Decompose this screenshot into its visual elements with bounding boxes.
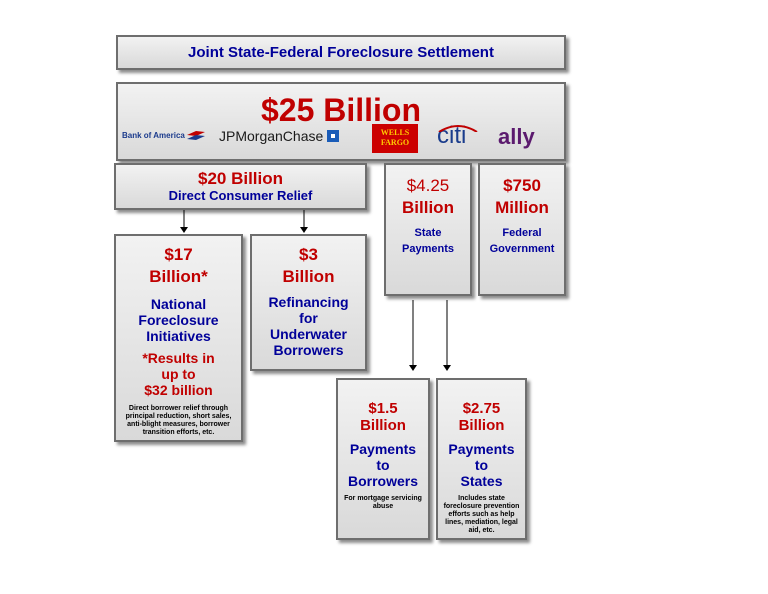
arrow-to-refinancing: [300, 210, 308, 233]
national-note-line-2: up to: [161, 366, 196, 382]
state-label-line-1: State: [414, 227, 442, 239]
borrowers-label-line-2: to: [376, 457, 390, 473]
chase-octagon-icon: [327, 130, 340, 142]
consumer-relief-amount: $20 Billion: [197, 169, 284, 188]
federal-amount-line-1: $750: [503, 176, 541, 195]
national-detail-line-1: Direct borrower relief through: [128, 405, 229, 412]
borrower-payments-box: $1.5 Billion Payments to Borrowers For m…: [336, 378, 430, 540]
refinancing-label-line-2: for: [299, 310, 318, 326]
national-amount-line-1: $17: [164, 245, 193, 264]
arrow-to-state-payments: [443, 300, 451, 371]
federal-label-line-1: Federal: [502, 227, 542, 239]
states-detail-line-4: lines, mediation, legal: [445, 519, 518, 526]
total-amount: $25 Billion: [260, 92, 422, 128]
refinancing-label-line-4: Borrowers: [273, 342, 344, 358]
consumer-relief-label: Direct Consumer Relief: [168, 188, 313, 203]
state-amount-line-1: $4.25: [406, 176, 450, 195]
states-detail-line-1: Includes state: [458, 495, 505, 502]
citi-logo: citi: [437, 122, 478, 150]
states-amount-line-2: Billion: [458, 417, 505, 434]
bank-of-america-text: Bank of America: [122, 131, 185, 140]
refinancing-box: $3 Billion Refinancing for Underwater Bo…: [250, 234, 367, 371]
national-amount-line-2: Billion*: [149, 267, 208, 286]
national-detail-line-2: principal reduction, short sales,: [125, 413, 232, 420]
wells-fargo-logo: WELLS FARGO: [372, 124, 418, 153]
arrow-to-national: [180, 210, 188, 233]
national-label-line-2: Foreclosure: [138, 312, 219, 328]
national-detail-line-3: anti-blight measures, borrower: [127, 421, 230, 428]
states-detail-line-2: foreclosure prevention: [443, 503, 520, 510]
state-payments-box: $4.25 Billion State Payments: [384, 163, 472, 296]
national-label-line-1: National: [150, 296, 207, 312]
wells-fargo-text-1: WELLS: [380, 128, 410, 137]
refinancing-amount-line-1: $3: [299, 245, 318, 264]
title-box: Joint State-Federal Foreclosure Settleme…: [116, 35, 566, 70]
refinancing-label-line-3: Underwater: [269, 326, 348, 342]
jpmorgan-chase-text: JPMorganChase: [219, 128, 324, 144]
total-box: $25 Billion: [116, 82, 566, 161]
refinancing-amount-line-2: Billion: [282, 267, 335, 286]
citi-arc-icon: [438, 125, 478, 132]
refinancing-label-line-1: Refinancing: [268, 294, 349, 310]
state-payments-detail-box: $2.75 Billion Payments to States Include…: [436, 378, 527, 540]
bank-of-america-flag-icon: [187, 131, 206, 141]
national-note-line-3: $32 billion: [144, 382, 213, 398]
federal-government-box: $750 Million Federal Government: [478, 163, 566, 296]
state-label-line-2: Payments: [402, 243, 454, 255]
national-detail-line-4: transition efforts, etc.: [142, 429, 215, 436]
national-label-line-3: Initiatives: [146, 328, 211, 344]
jpmorgan-chase-logo: JPMorganChase: [219, 128, 340, 144]
federal-amount-line-2: Million: [495, 198, 549, 217]
borrowers-label-line-3: Borrowers: [347, 473, 419, 489]
states-amount-line-1: $2.75: [462, 400, 501, 417]
states-detail-line-5: aid, etc.: [468, 527, 495, 534]
states-label-line-2: to: [474, 457, 489, 473]
national-initiatives-box: $17 Billion* National Foreclosure Initia…: [114, 234, 243, 442]
state-amount-line-2: Billion: [402, 198, 454, 217]
consumer-relief-box: $20 Billion Direct Consumer Relief: [114, 163, 367, 210]
borrowers-label-line-1: Payments: [349, 441, 417, 457]
states-label-line-3: States: [460, 473, 503, 489]
states-detail-line-3: efforts such as help: [448, 511, 515, 518]
states-label-line-1: Payments: [448, 441, 515, 457]
borrowers-detail-line-2: abuse: [372, 503, 394, 510]
borrowers-detail-line-1: For mortgage servicing: [344, 495, 422, 502]
ally-logo: ally: [498, 124, 535, 150]
wells-fargo-text-2: FARGO: [380, 138, 410, 147]
borrowers-amount-line-2: Billion: [360, 417, 406, 434]
borrowers-amount-line-1: $1.5: [368, 400, 398, 417]
arrow-to-borrower-payments: [409, 300, 417, 371]
federal-label-line-2: Government: [489, 243, 555, 255]
page-title: Joint State-Federal Foreclosure Settleme…: [188, 44, 494, 61]
national-note-line-1: *Results in: [142, 350, 215, 366]
bank-of-america-logo: Bank of America: [122, 131, 206, 141]
ally-text: ally: [498, 124, 535, 149]
